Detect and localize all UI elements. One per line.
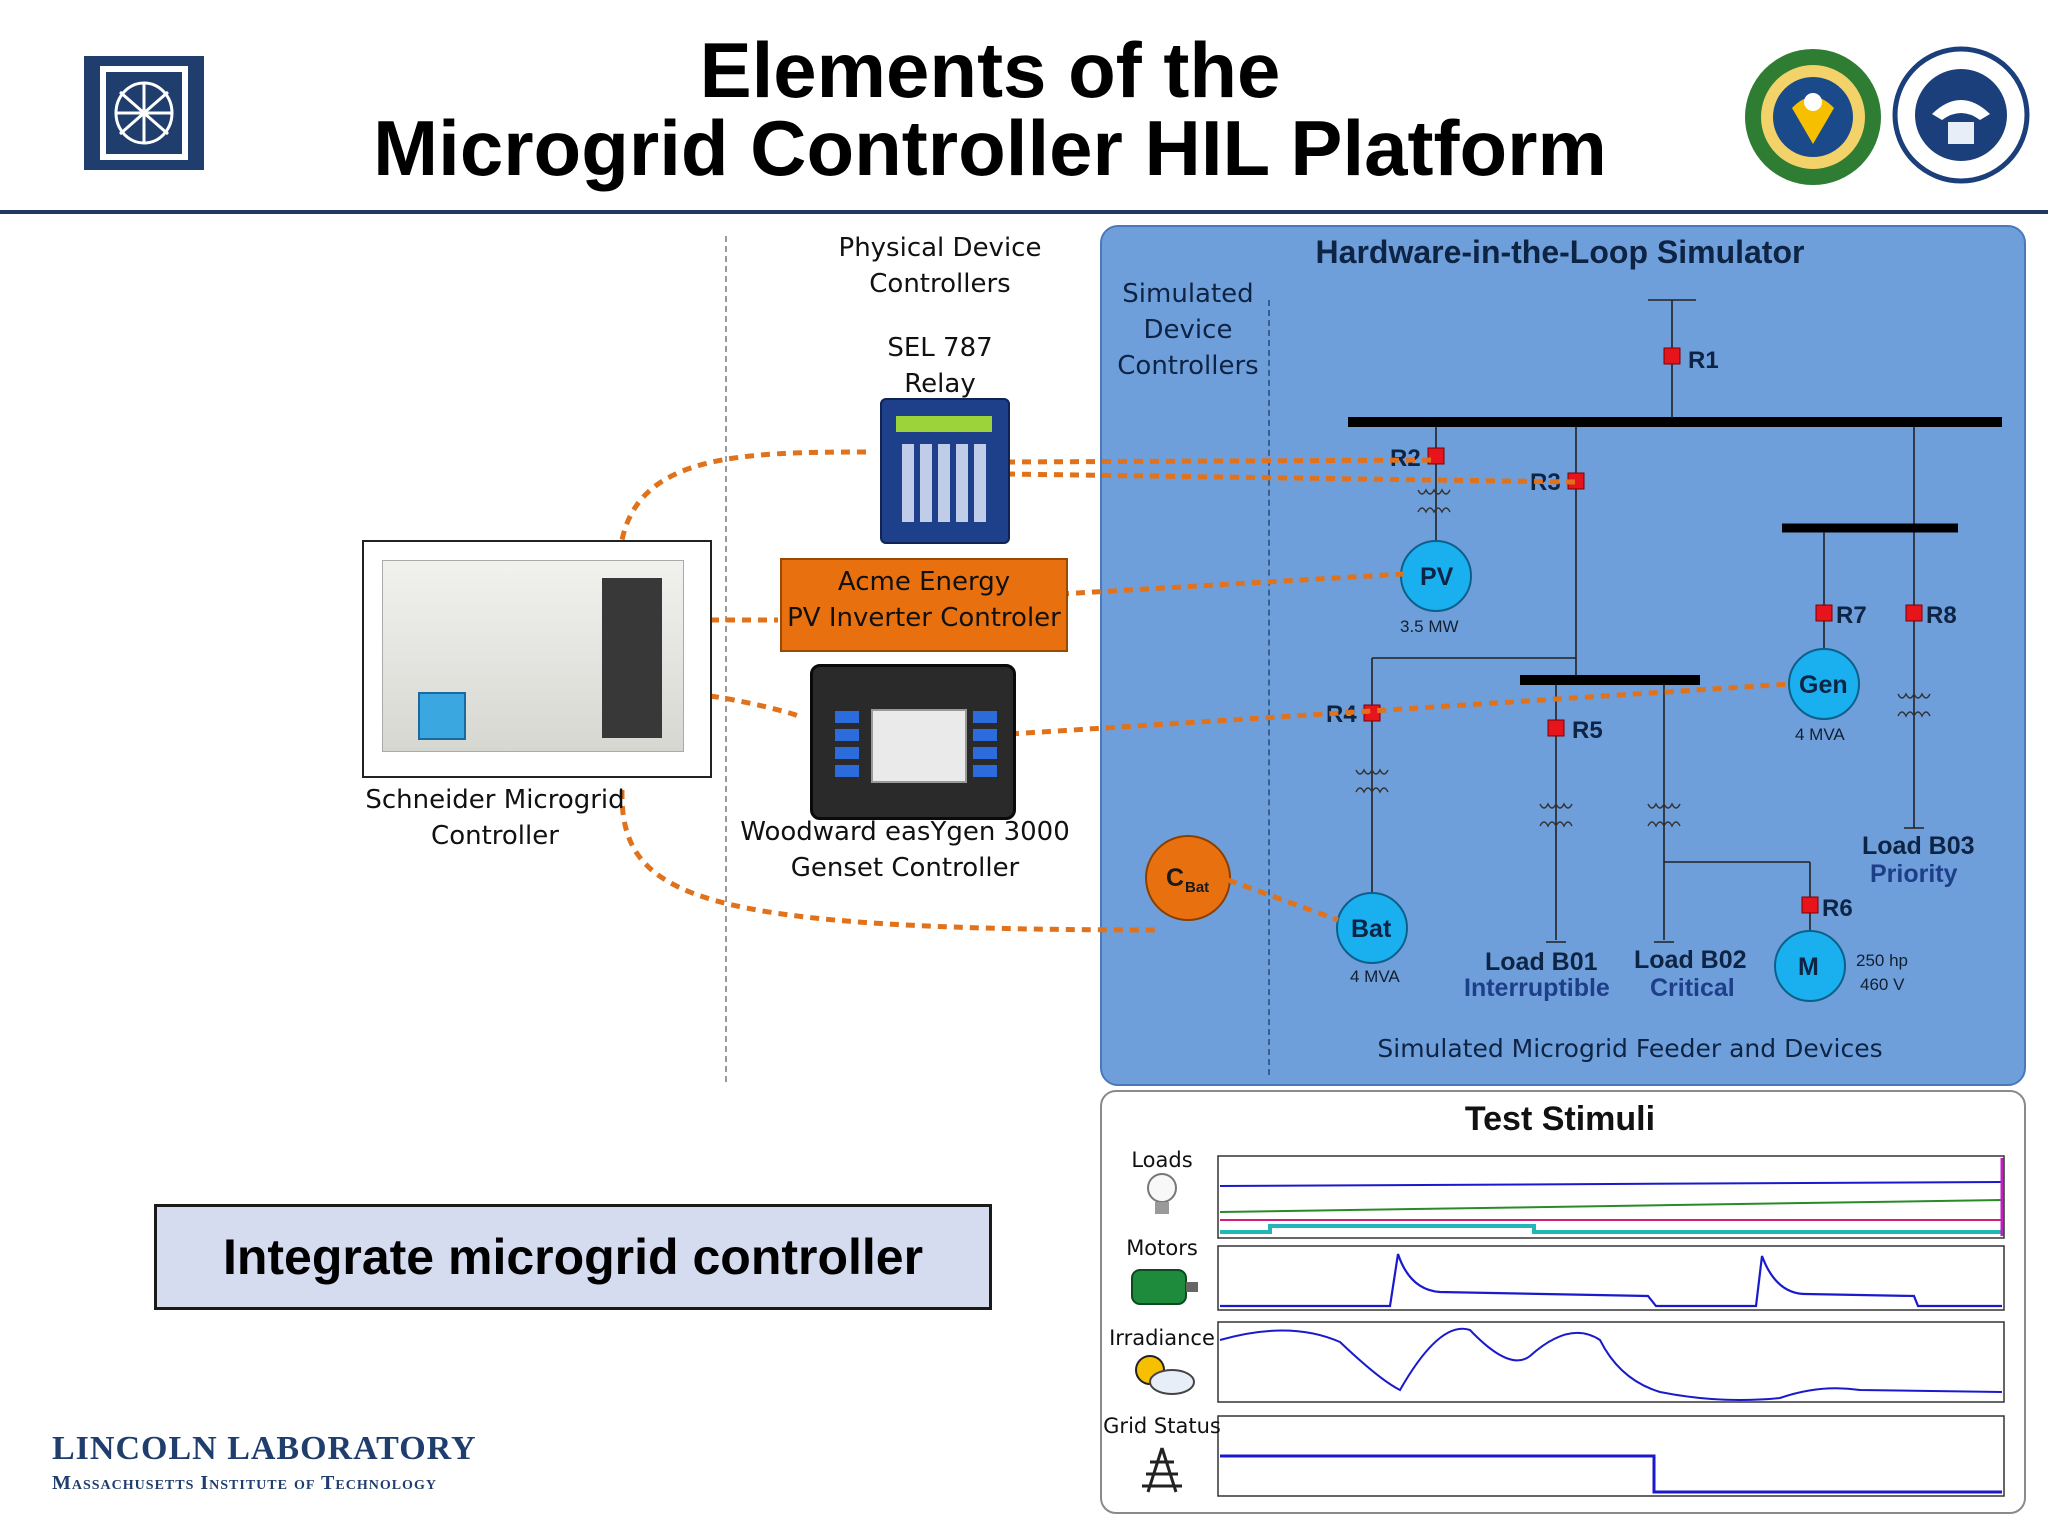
relay-r1-label: R1 (1688, 347, 1719, 374)
relay-r6-label: R6 (1822, 895, 1853, 922)
load-b01-sub: Interruptible (1464, 974, 1610, 1002)
relay-r2 (1427, 447, 1445, 465)
dhs-seal-icon (1892, 46, 2030, 184)
sel-relay-device (880, 398, 1010, 544)
relay-r7-label: R7 (1836, 602, 1867, 629)
hil-title: Hardware-in-the-Loop Simulator (1315, 234, 1805, 270)
stimuli-label-loads: Loads (1131, 1148, 1193, 1172)
relay-r1 (1663, 347, 1681, 365)
gen-node-label: Gen (1799, 671, 1848, 699)
bat-transformer-icon (1355, 768, 1389, 794)
header-divider (0, 210, 2048, 214)
stimuli-title: Test Stimuli (1464, 1100, 1656, 1138)
load-b03-sub: Priority (1870, 860, 1958, 888)
load-b02-sub: Critical (1650, 974, 1735, 1002)
stimuli-label-irradiance: Irradiance (1109, 1326, 1215, 1350)
gen-rating: 4 MVA (1795, 725, 1845, 744)
load-b03-title: Load B03 (1862, 832, 1975, 860)
sun-cloud-icon (1135, 1355, 1195, 1395)
stimuli-label-grid-status: Grid Status (1103, 1414, 1221, 1438)
cbat-node (1145, 835, 1231, 921)
integrate-callout: Integrate microgrid controller (154, 1204, 992, 1310)
b01-transformer-icon (1539, 802, 1573, 828)
b02-transformer-icon (1647, 802, 1681, 828)
motor-node (1774, 930, 1846, 1002)
woodward-label: Woodward easYgen 3000 Genset Controller (740, 817, 1070, 883)
plot-motors (1217, 1245, 2005, 1311)
hil-inner-divider (1268, 300, 1270, 1075)
relay-r5 (1547, 719, 1565, 737)
relay-r8 (1905, 604, 1923, 622)
relay-r5-label: R5 (1572, 717, 1603, 744)
motor-node-label: M (1798, 953, 1819, 981)
cbat-label-main: C (1166, 864, 1184, 892)
plot-irradiance (1217, 1321, 2005, 1403)
simulated-device-heading: Simulated Device Controllers (1117, 279, 1259, 381)
mit-logo (80, 52, 208, 174)
page-title-line2: Microgrid Controller HIL Platform (373, 104, 1607, 192)
relay-r6 (1801, 896, 1819, 914)
relay-r7 (1815, 604, 1833, 622)
load-b02-title: Load B02 (1634, 946, 1747, 974)
bat-rating: 4 MVA (1350, 967, 1400, 986)
woodward-controller-device (810, 664, 1016, 820)
schneider-controller-label: Schneider Microgrid Controller (365, 785, 625, 851)
load-b01-title: Load B01 (1485, 948, 1598, 976)
physical-devices-heading: Physical Device Controllers (838, 233, 1042, 299)
bat-node (1336, 892, 1408, 964)
pv-node-label: PV (1420, 563, 1454, 591)
section-divider (725, 236, 727, 1082)
hil-footer: Simulated Microgrid Feeder and Devices (1377, 1034, 1883, 1063)
lincoln-lab-name: LINCOLN LABORATORY (52, 1430, 477, 1467)
motor-icon (1131, 1269, 1198, 1305)
pv-rating: 3.5 MW (1400, 617, 1459, 636)
dashed-connections (619, 449, 1791, 933)
gen-node (1788, 648, 1860, 720)
pv-inverter-controller-box: Acme Energy PV Inverter Controler (780, 558, 1068, 652)
bat-node-label: Bat (1351, 915, 1392, 943)
stimuli-label-motors: Motors (1126, 1236, 1198, 1260)
plot-grid-status (1217, 1415, 2005, 1497)
schneider-controller-frame (362, 540, 712, 778)
relay-r8-label: R8 (1926, 602, 1957, 629)
sel-relay-label: SEL 787 Relay (887, 333, 993, 399)
b03-transformer-icon (1897, 692, 1931, 718)
motor-rating-1: 250 hp (1856, 951, 1908, 970)
page-title-line1: Elements of the (699, 26, 1281, 114)
cbat-label-sub: Bat (1185, 879, 1209, 896)
transmission-tower-icon (1142, 1447, 1182, 1493)
lincoln-lab-affiliation: Massachusetts Institute of Technology (52, 1472, 437, 1494)
pv-transformer-icon (1417, 488, 1451, 514)
motor-rating-2: 460 V (1860, 975, 1905, 994)
doe-seal-icon (1742, 46, 1884, 188)
plot-loads (1217, 1155, 2005, 1239)
lightbulb-icon (1147, 1173, 1177, 1214)
